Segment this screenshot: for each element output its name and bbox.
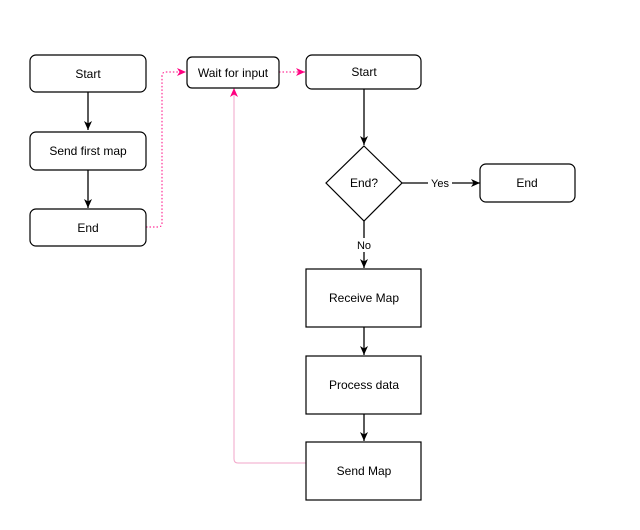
no-label: No	[357, 240, 371, 252]
node-end-right-label: End	[516, 176, 537, 190]
edge-end-to-wait-for-input	[146, 68, 186, 228]
node-process-data[interactable]: Process data	[305, 355, 422, 415]
node-process-data-label: Process data	[329, 378, 399, 392]
node-receive-map[interactable]: Receive Map	[305, 268, 422, 328]
edge-send-map-to-wait-for-input	[230, 88, 306, 464]
node-send-first-map[interactable]: Send first map	[29, 131, 147, 171]
node-end-right[interactable]: End	[479, 163, 576, 203]
node-start-right-label: Start	[351, 65, 377, 79]
node-send-map[interactable]: Send Map	[305, 441, 422, 501]
node-start-right[interactable]: Start	[305, 54, 422, 90]
node-wait-for-input-label: Wait for input	[198, 66, 269, 80]
no-label-background	[353, 238, 375, 252]
node-send-first-map-label: Send first map	[49, 144, 127, 158]
node-end-decision[interactable]: End?	[325, 145, 403, 222]
node-end-left-label: End	[77, 221, 98, 235]
node-end-left[interactable]: End	[29, 208, 147, 247]
node-receive-map-label: Receive Map	[329, 291, 399, 305]
node-end-decision-label: End?	[350, 176, 378, 190]
yes-label-background	[428, 176, 452, 190]
node-wait-for-input[interactable]: Wait for input	[186, 56, 280, 89]
node-start-left-label: Start	[75, 67, 101, 81]
node-start-left[interactable]: Start	[29, 54, 147, 93]
node-send-map-label: Send Map	[337, 464, 392, 478]
yes-label: Yes	[431, 178, 449, 190]
